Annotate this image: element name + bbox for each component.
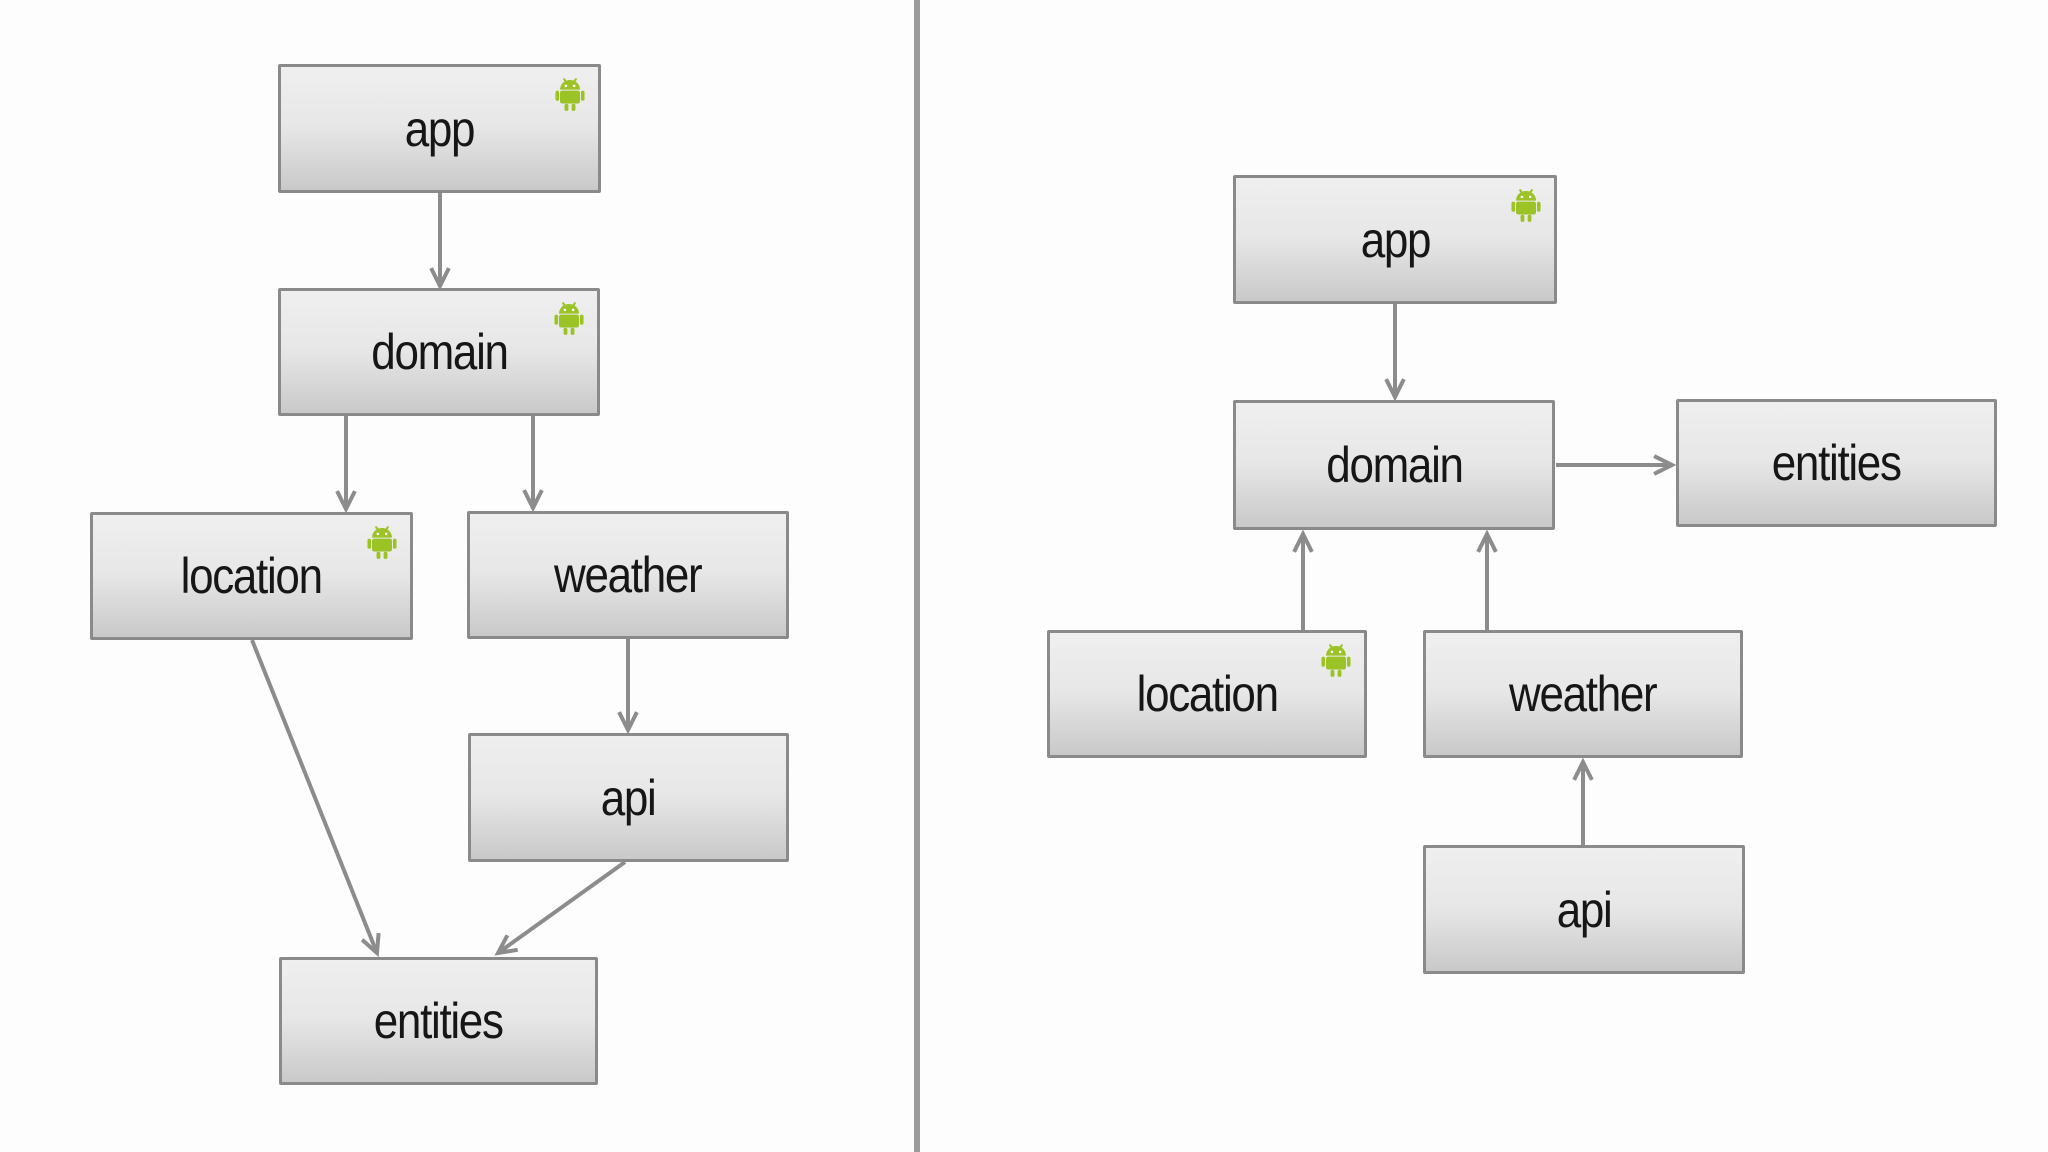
arrowhead-domain-to-entities	[1653, 454, 1677, 476]
node-label: app	[404, 100, 476, 157]
edge-location-to-entities	[250, 639, 379, 954]
node-label: location	[180, 548, 323, 604]
node-label: weather	[1509, 666, 1658, 722]
node-label: api	[601, 769, 657, 826]
android-icon	[555, 78, 585, 111]
node-api: api	[1423, 845, 1745, 974]
node-app: app	[1233, 175, 1557, 304]
node-label: app	[1360, 211, 1431, 268]
arrowhead-app-to-domain	[1384, 378, 1406, 402]
arrowhead-location-to-entities	[360, 932, 381, 958]
node-label: location	[1136, 666, 1278, 722]
arrowhead-weather-to-api	[617, 711, 639, 735]
android-icon	[1511, 189, 1541, 222]
vertical-divider	[914, 0, 920, 1152]
arrowhead-app-to-domain	[429, 267, 451, 291]
node-label: domain	[1325, 437, 1464, 493]
arrowhead-domain-to-weather	[522, 489, 544, 513]
node-label: entities	[1772, 435, 1902, 491]
arrowhead-api-to-weather	[1572, 757, 1594, 781]
node-label: weather	[554, 547, 703, 603]
node-app: app	[278, 64, 601, 193]
node-label: entities	[374, 993, 504, 1049]
edge-api-to-entities	[496, 860, 627, 955]
node-api: api	[468, 733, 789, 862]
node-weather: weather	[1423, 630, 1743, 758]
node-domain: domain	[1233, 400, 1555, 530]
android-icon	[1321, 644, 1351, 677]
arrowhead-weather-to-domain	[1476, 529, 1498, 553]
node-location: location	[90, 512, 413, 640]
arrowhead-api-to-entities	[494, 934, 519, 956]
node-label: domain	[370, 324, 509, 380]
node-location: location	[1047, 630, 1367, 758]
arrowhead-domain-to-location	[335, 490, 357, 514]
node-entities: entities	[1676, 399, 1997, 527]
node-entities: entities	[279, 957, 598, 1085]
arrowhead-location-to-domain	[1292, 529, 1314, 553]
node-domain: domain	[278, 288, 600, 416]
node-label: api	[1556, 881, 1613, 938]
node-weather: weather	[467, 511, 789, 639]
android-icon	[367, 526, 397, 559]
android-icon	[554, 302, 584, 335]
